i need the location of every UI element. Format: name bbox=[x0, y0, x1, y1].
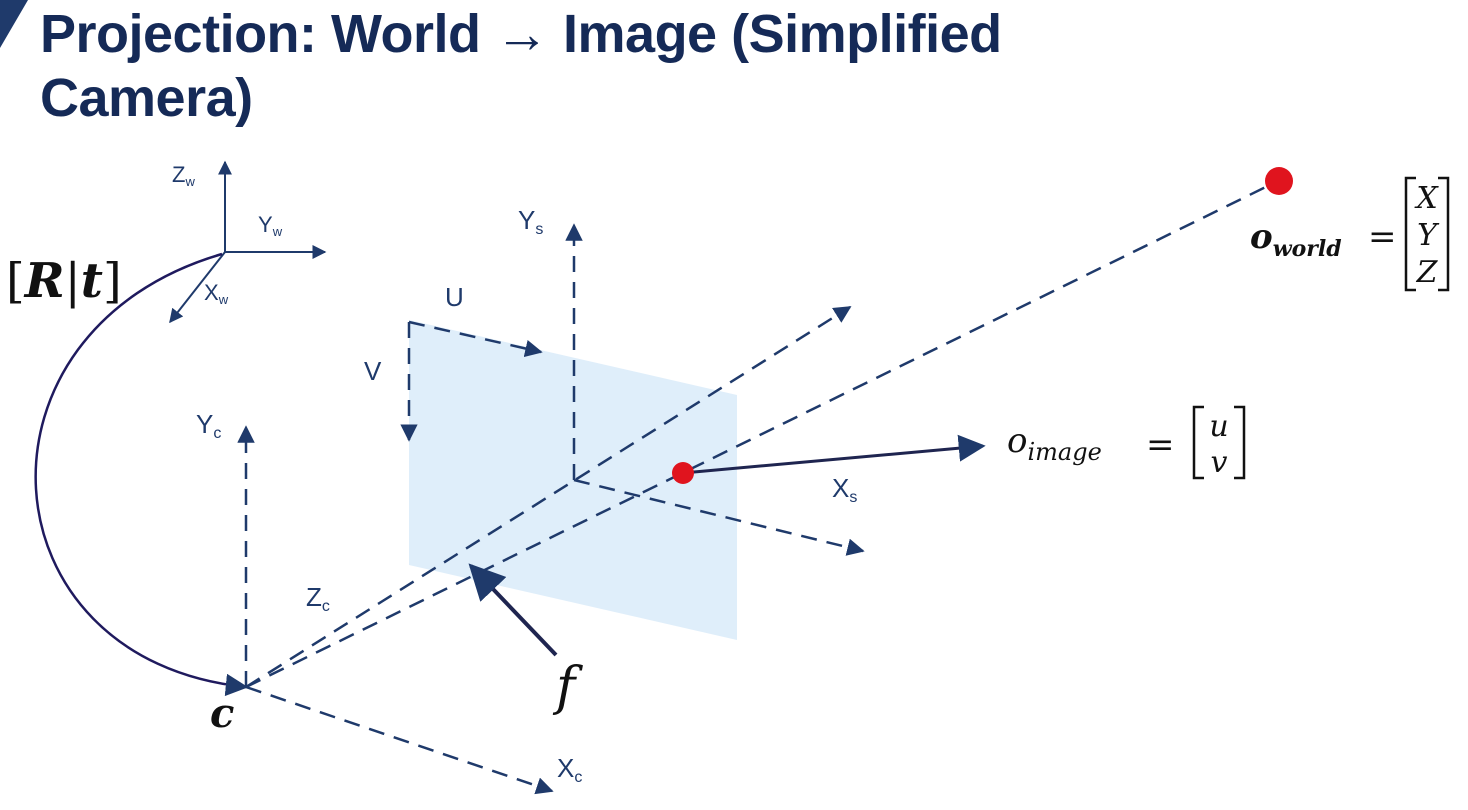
image-point-dot bbox=[672, 462, 694, 484]
extrinsics-arrow bbox=[34, 252, 249, 697]
world-vector-z: Z bbox=[1416, 255, 1439, 290]
camera-center-label: c bbox=[210, 690, 234, 737]
world-point-symbol: o bbox=[1250, 217, 1273, 257]
camera-z-label: Zc bbox=[306, 582, 330, 615]
extrinsics-label: [R|t] bbox=[6, 253, 122, 309]
world-point-subscript: world bbox=[1273, 236, 1342, 262]
world-vector-right-bracket bbox=[1438, 176, 1450, 292]
image-vector-right-bracket bbox=[1234, 405, 1246, 480]
world-vector-x: X bbox=[1414, 181, 1439, 216]
world-vector-y: Y bbox=[1417, 218, 1440, 253]
image-vector-left-bracket bbox=[1192, 405, 1204, 480]
world-frame bbox=[169, 160, 327, 324]
image-point-subscript: image bbox=[1027, 438, 1101, 466]
image-point-equals: = bbox=[1146, 425, 1175, 465]
image-u-axis bbox=[408, 320, 543, 358]
camera-x-axis bbox=[245, 685, 554, 795]
slide-title: Projection: World → Image (Simplified Ca… bbox=[40, 4, 1002, 128]
camera-x-label: Xc bbox=[557, 753, 582, 786]
image-uv-axes bbox=[400, 320, 543, 442]
projection-ray bbox=[245, 179, 1279, 689]
world-x-label: Xw bbox=[204, 280, 229, 307]
image-v-label: V bbox=[364, 356, 382, 386]
camera-frame bbox=[237, 179, 1279, 795]
image-vector-u: u bbox=[1209, 409, 1228, 444]
image-vector-v: v bbox=[1211, 445, 1228, 480]
world-y-label: Yw bbox=[258, 212, 283, 239]
svg-text:oworld: oworld bbox=[1250, 217, 1342, 262]
sensor-y-label: Ys bbox=[518, 205, 543, 238]
camera-z-axis bbox=[245, 305, 852, 689]
image-u-label: U bbox=[445, 282, 464, 312]
sensor-x-label: Xs bbox=[832, 473, 857, 506]
world-point-formula: oworld = X Y Z bbox=[1250, 176, 1450, 292]
sensor-x-axis bbox=[573, 478, 865, 556]
image-point-symbol: o bbox=[1007, 421, 1027, 461]
world-point-dot bbox=[1265, 167, 1293, 195]
camera-y-label: Yc bbox=[196, 409, 221, 442]
image-point-formula: oimage = u v bbox=[1007, 405, 1246, 480]
world-z-label: Zw bbox=[172, 162, 195, 189]
world-point-equals: = bbox=[1368, 217, 1397, 257]
sensor-frame bbox=[565, 223, 865, 556]
image-point-pointer bbox=[682, 434, 986, 475]
world-x-axis bbox=[169, 251, 226, 324]
world-vector-left-bracket bbox=[1404, 176, 1416, 292]
corner-accent bbox=[0, 0, 28, 48]
focal-label: f bbox=[552, 657, 583, 717]
focal-pointer-arrow bbox=[468, 563, 558, 657]
svg-text:oimage: oimage bbox=[1007, 421, 1102, 466]
